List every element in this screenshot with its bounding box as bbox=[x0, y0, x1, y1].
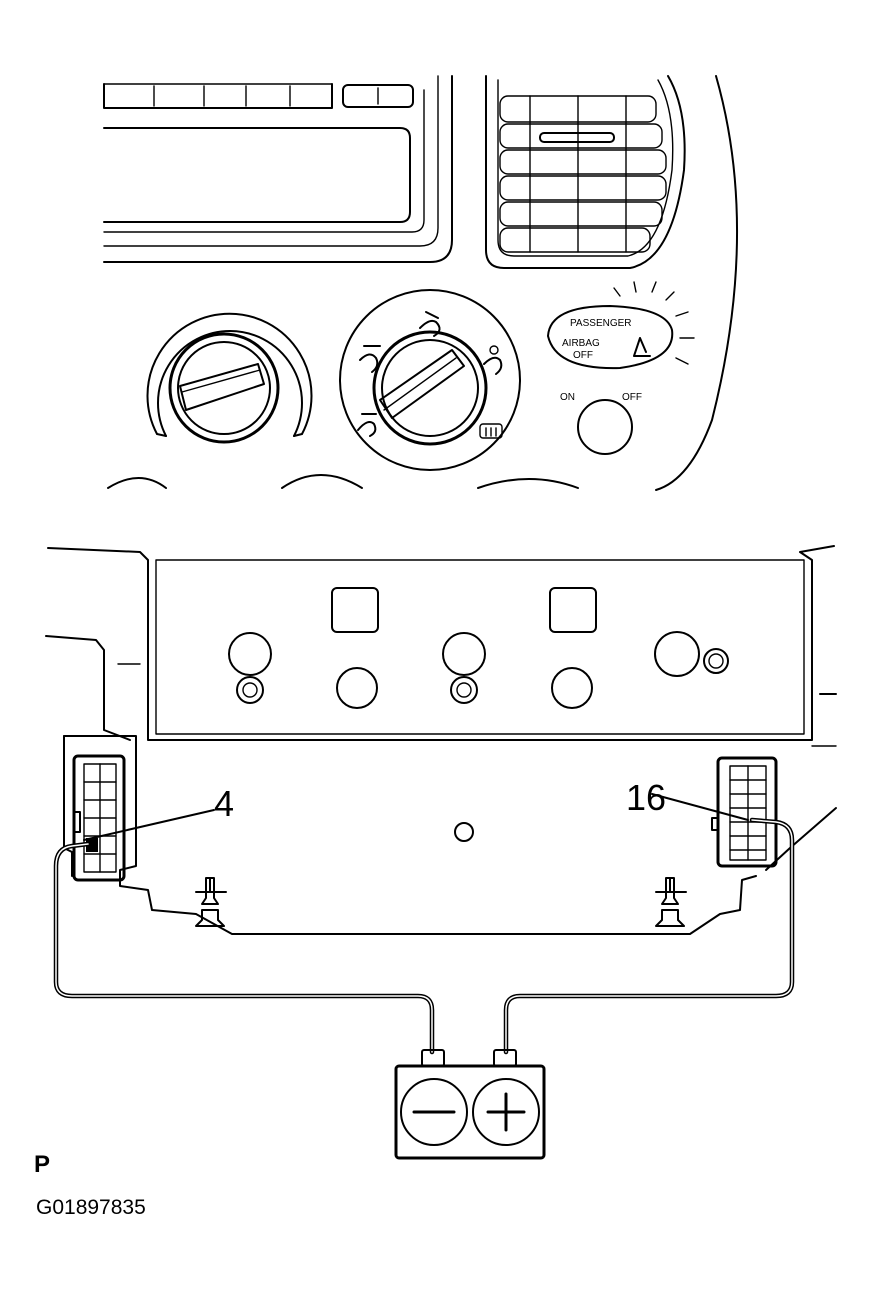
callout-leader-4 bbox=[83, 809, 215, 841]
defrost-icon bbox=[479, 423, 503, 439]
lamp-glow-rays bbox=[613, 281, 695, 365]
lower-bracket bbox=[63, 735, 757, 935]
battery bbox=[394, 1049, 546, 1160]
switch-label-off: OFF bbox=[622, 392, 642, 403]
mode-icon-face bbox=[359, 345, 381, 373]
terminal-callout-4: 4 bbox=[214, 783, 234, 824]
terminal-callout-16: 16 bbox=[626, 777, 666, 818]
mode-icon-bilevel bbox=[419, 311, 441, 337]
airbag-label-passenger: PASSENGER bbox=[570, 318, 632, 329]
right-connector bbox=[711, 756, 837, 871]
instrument-panel: PASSENGER AIRBAG OFF ON OFF bbox=[103, 75, 739, 491]
lower-dash-outline-3 bbox=[477, 478, 579, 489]
battery-negative-symbol bbox=[400, 1078, 468, 1146]
airbag-label-off: OFF bbox=[573, 350, 593, 361]
air-vent bbox=[485, 75, 686, 269]
radio-display bbox=[103, 75, 453, 263]
panel-holes bbox=[228, 587, 729, 842]
panel-outer-frame bbox=[47, 545, 835, 741]
figure-id: G01897835 bbox=[36, 1196, 146, 1219]
mode-icon-floor bbox=[357, 413, 377, 437]
passenger-airbag-indicator: PASSENGER AIRBAG OFF bbox=[547, 281, 695, 370]
jumper-wire-negative bbox=[53, 841, 435, 1055]
mounting-clip-right bbox=[655, 877, 687, 927]
battery-positive-symbol bbox=[472, 1078, 540, 1146]
switch-label-on: ON bbox=[560, 392, 575, 403]
airbag-on-off-switch: ON OFF bbox=[560, 392, 642, 455]
lower-dash-outline bbox=[107, 477, 167, 489]
airbag-label-airbag: AIRBAG bbox=[562, 338, 600, 349]
page-code: P bbox=[34, 1151, 50, 1178]
panel-rear-view: 4 16 bbox=[45, 545, 837, 1160]
jumper-wire-positive bbox=[503, 817, 795, 1055]
temperature-knob bbox=[146, 312, 313, 444]
mode-icon-foot bbox=[483, 345, 503, 375]
mounting-clip-left bbox=[195, 877, 227, 927]
battery-case bbox=[394, 1064, 546, 1160]
mode-knob bbox=[339, 289, 521, 471]
lower-dash-outline-2 bbox=[281, 474, 363, 489]
radio-button-strip bbox=[103, 83, 414, 109]
airbag-lamp-icon bbox=[633, 337, 651, 357]
callout-leader-16 bbox=[651, 793, 749, 821]
left-connector bbox=[72, 754, 126, 882]
dash-edge bbox=[655, 75, 739, 491]
